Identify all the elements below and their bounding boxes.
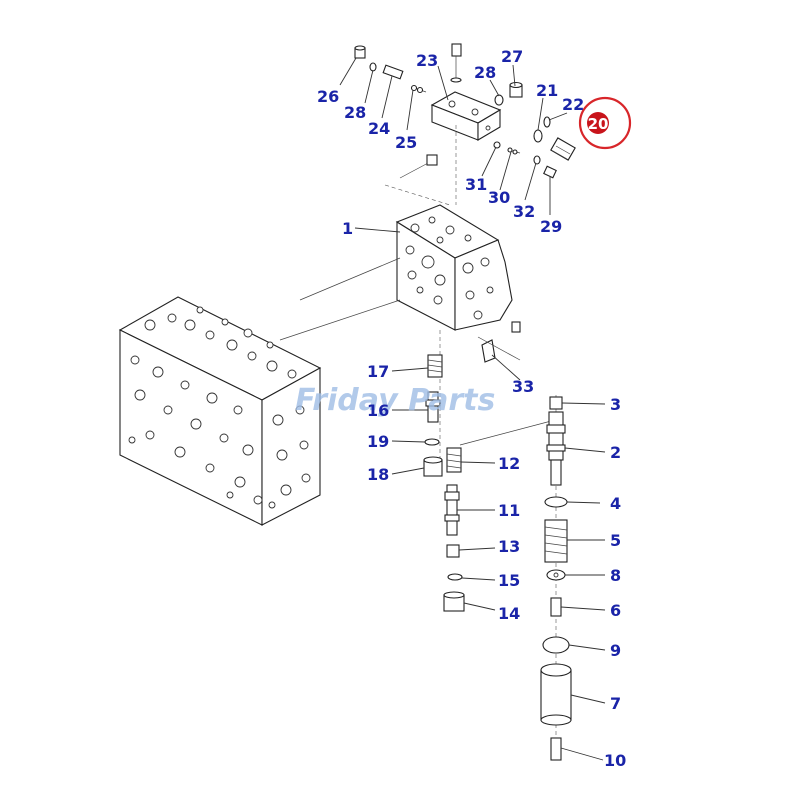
seat-part-8 <box>546 569 566 581</box>
highlight-label: 20 <box>588 115 609 133</box>
o-ring-part-22 <box>543 116 551 128</box>
callout-10[interactable]: 10 <box>604 751 626 770</box>
callout-9[interactable]: 9 <box>610 641 621 660</box>
piston-part-13 <box>446 544 460 558</box>
callout-29[interactable]: 29 <box>540 217 562 236</box>
callout-28a[interactable]: 28 <box>344 103 366 122</box>
highlight-badge <box>587 112 609 134</box>
callout-33[interactable]: 33 <box>512 377 534 396</box>
callout-17[interactable]: 17 <box>367 362 389 381</box>
callout-19[interactable]: 19 <box>367 432 389 451</box>
o-ring-part-32 <box>533 155 541 165</box>
screw-part-25 <box>410 84 427 94</box>
o-ring-part-21 <box>533 129 543 143</box>
valve-part-20 <box>550 137 576 161</box>
plug-part-18 <box>423 456 443 477</box>
callout-labels: 26 28 24 23 25 28 27 21 22 31 30 32 29 1… <box>317 47 626 770</box>
callout-15[interactable]: 15 <box>498 571 520 590</box>
spool-part-2 <box>546 411 566 486</box>
bolt-part-6 <box>550 597 562 617</box>
callout-27[interactable]: 27 <box>501 47 523 66</box>
cap-part-7 <box>540 663 572 726</box>
o-ring-part-28b <box>494 94 504 106</box>
callout-24[interactable]: 24 <box>368 119 390 138</box>
callout-5[interactable]: 5 <box>610 531 621 550</box>
plug-part-23-top <box>450 43 462 83</box>
o-ring-part-19 <box>424 438 440 446</box>
spring-part-17 <box>427 354 443 378</box>
plug-part-26 <box>354 45 366 59</box>
callout-25[interactable]: 25 <box>395 133 417 152</box>
retainer-part-4 <box>544 496 568 508</box>
watermark: Friday Parts <box>295 383 495 418</box>
callout-21[interactable]: 21 <box>536 81 558 100</box>
highlight-ring <box>578 96 632 150</box>
callout-22[interactable]: 22 <box>562 95 584 114</box>
highlight-callout-20[interactable]: 20 <box>578 96 632 150</box>
callout-30[interactable]: 30 <box>488 188 510 207</box>
callout-13[interactable]: 13 <box>498 537 520 556</box>
callout-12[interactable]: 12 <box>498 454 520 473</box>
callout-3[interactable]: 3 <box>610 395 621 414</box>
o-ring-part-28a <box>369 62 377 72</box>
o-ring-part-9 <box>542 636 570 654</box>
callout-18[interactable]: 18 <box>367 465 389 484</box>
spring-part-30 <box>507 147 521 155</box>
callout-7[interactable]: 7 <box>610 694 621 713</box>
bolt-top <box>384 154 451 206</box>
callout-8[interactable]: 8 <box>610 566 621 585</box>
leader-lines <box>339 57 606 761</box>
spring-part-12 <box>446 447 462 473</box>
bolt-part-10 <box>550 737 562 761</box>
connector-part-24 <box>382 64 404 80</box>
callout-32[interactable]: 32 <box>513 202 535 221</box>
callout-26[interactable]: 26 <box>317 87 339 106</box>
spool-part-16 <box>425 391 441 423</box>
valve-block-assembly <box>118 296 322 526</box>
sleeve-part-29 <box>543 165 557 179</box>
plug-part-3 <box>549 396 563 410</box>
callout-6[interactable]: 6 <box>610 601 621 620</box>
callout-31[interactable]: 31 <box>465 175 487 194</box>
callout-14[interactable]: 14 <box>498 604 520 623</box>
callout-28b[interactable]: 28 <box>474 63 496 82</box>
spool-part-11 <box>444 484 460 536</box>
callout-11[interactable]: 11 <box>498 501 520 520</box>
plug-part-14 <box>443 591 465 612</box>
plug-part-27 <box>509 81 523 98</box>
o-ring-part-15 <box>447 573 463 581</box>
callout-1[interactable]: 1 <box>342 219 353 238</box>
plug-part-33 <box>477 321 521 363</box>
section-body-part-1 <box>279 204 513 341</box>
callout-16[interactable]: 16 <box>367 401 389 420</box>
ball-part-31 <box>493 141 501 149</box>
callout-23[interactable]: 23 <box>416 51 438 70</box>
callout-2[interactable]: 2 <box>610 443 621 462</box>
guide-line <box>459 419 556 446</box>
spring-part-5 <box>544 519 568 563</box>
callout-4[interactable]: 4 <box>610 494 621 513</box>
